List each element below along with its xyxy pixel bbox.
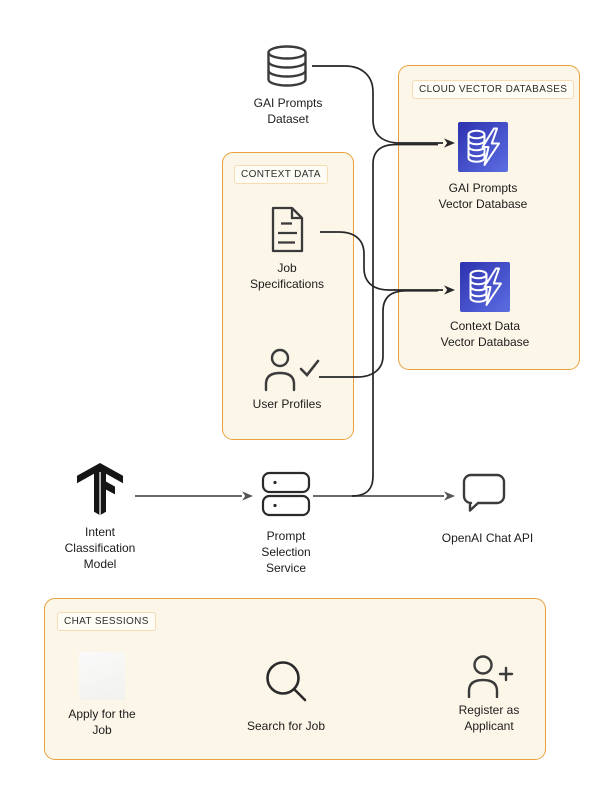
user-plus-icon [466,652,514,699]
node-label-gai-prompts-vector-db: GAI Prompts Vector Database [413,180,553,212]
group-label-context-data: CONTEXT DATA [234,165,328,184]
node-label-openai-chat-api: OpenAI Chat API [441,531,534,545]
label-line: Specifications [249,277,325,291]
label-line: Intent [84,525,116,539]
label-line: Service [265,561,306,575]
label-line: Register as [458,703,520,717]
label-line: GAI Prompts [253,96,323,110]
label-line: Vector Database [438,197,528,211]
arrowhead [242,491,253,501]
label-line: Classification [64,541,136,555]
search-icon [264,659,308,703]
node-label-job-specifications: Job Specifications [225,260,349,292]
label-line: Apply for the [68,707,136,721]
image-placeholder-icon [79,652,125,700]
document-icon [268,206,307,254]
label-line: Job [277,261,297,275]
node-label-prompt-selection-service: Prompt Selection Service [236,528,336,576]
chat-bubble-icon [460,472,508,516]
aws-vector-database-icon [458,122,508,172]
label-line: GAI Prompts [448,181,518,195]
arrowhead [444,491,455,501]
label-line: Context Data [449,319,521,333]
toggle-list-icon [261,471,311,519]
user-check-icon [264,348,322,392]
label-line: Selection [261,545,311,559]
group-label-chat-sessions: CHAT SESSIONS [57,612,156,631]
aws-vector-database-icon [460,262,510,312]
node-label-context-data-vector-db: Context Data Vector Database [415,318,555,350]
label-line: Vector Database [440,335,530,349]
node-label-register-as-applicant: Register as Applicant [443,702,535,734]
node-label-user-profiles: User Profiles [252,397,322,411]
database-cylinder-icon [266,44,310,88]
label-line: Dataset [267,112,309,126]
label-line: Model [83,557,117,571]
node-label-intent-classification-model: Intent Classification Model [40,524,160,572]
label-line: Applicant [464,719,514,733]
label-line: Prompt [266,529,306,543]
group-label-cloud-vector-databases: CLOUD VECTOR DATABASES [412,80,575,99]
node-label-gai-prompts-dataset: GAI Prompts Dataset [226,95,350,127]
label-line: Job [92,723,112,737]
node-label-apply-for-the-job: Apply for the Job [54,706,150,738]
tensorflow-icon [76,462,124,518]
node-label-search-for-job: Search for Job [246,719,326,733]
